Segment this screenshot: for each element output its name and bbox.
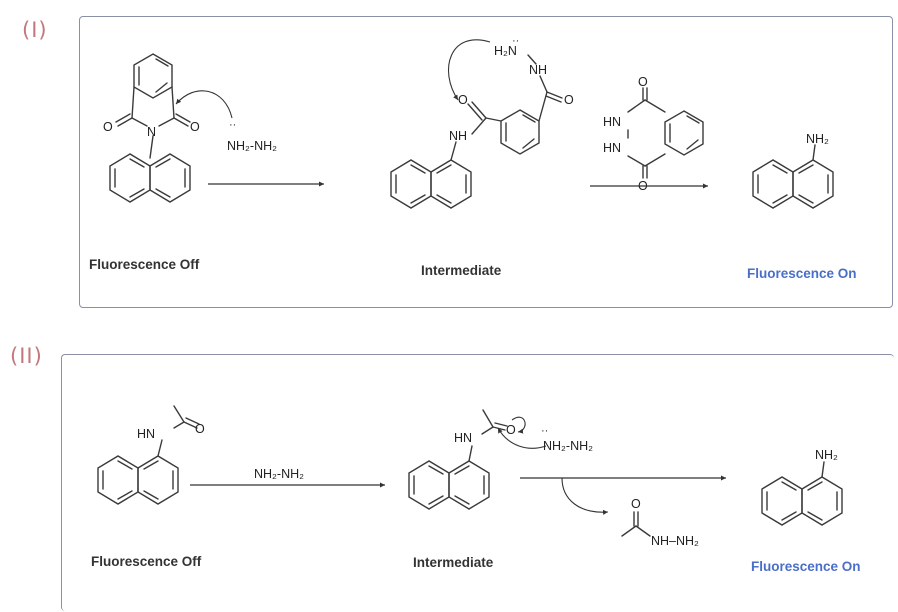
atom-hn-top: HN <box>603 115 621 129</box>
acetohydrazide-structure <box>621 511 651 537</box>
atom-hn-bottom: HN <box>603 141 621 155</box>
atom-o-amide: O <box>458 93 468 107</box>
phthalhydrazide-structure <box>627 87 704 179</box>
atom-o-start: O <box>195 422 205 436</box>
atom-o-byproduct: O <box>631 497 641 511</box>
caption-2-start: Fluorescence Off <box>91 554 202 569</box>
atom-h2n: H₂N <box>494 44 517 58</box>
panel-1-label: (I) <box>22 18 48 42</box>
atom-o-int: O <box>506 423 516 437</box>
panel-2-label: (II) <box>10 344 43 368</box>
svg-text:··: ·· <box>229 119 236 131</box>
intermediate-1-structure <box>390 54 563 209</box>
acetamide-naphthyl-structure <box>97 405 200 505</box>
atom-nh2-product-2: NH₂ <box>815 448 838 462</box>
atom-nh-nh2-byproduct: NH–NH₂ <box>651 534 699 548</box>
reagent-hydrazine-1: NH₂-NH₂ <box>227 139 277 153</box>
panel-1-frame <box>79 16 893 308</box>
atom-o-right: O <box>190 120 200 134</box>
atom-nh-amide: NH <box>449 129 467 143</box>
caption-1-middle: Intermediate <box>421 263 502 278</box>
svg-text:··: ·· <box>541 425 548 437</box>
atom-n-imide: N <box>147 125 156 139</box>
curly-arrow-3 <box>511 416 526 434</box>
caption-2-middle: Intermediate <box>413 555 494 570</box>
atom-hn-int: HN <box>454 431 472 445</box>
reagent-hydrazine-int: NH₂-NH₂ <box>543 439 593 453</box>
caption-1-end: Fluorescence On <box>747 266 857 281</box>
naphthylamine-product-1-structure <box>752 144 834 209</box>
atom-o-left: O <box>103 120 113 134</box>
curly-arrow-2 <box>448 39 491 101</box>
svg-text:··: ·· <box>512 35 519 47</box>
atom-nh: NH <box>529 63 547 77</box>
reagent-hydrazine-2: NH₂-NH₂ <box>254 467 304 481</box>
phthalimide-naphthyl-structure <box>109 53 191 203</box>
curly-arrow-1 <box>175 90 233 119</box>
panel-2-frame <box>61 354 894 611</box>
caption-1-start: Fluorescence Off <box>89 257 200 272</box>
atom-nh2-product-1: NH₂ <box>806 132 829 146</box>
atom-o-top: O <box>638 75 648 89</box>
caption-2-end: Fluorescence On <box>751 559 861 574</box>
atom-hn-start: HN <box>137 427 155 441</box>
atom-o-hydrazide: O <box>564 93 574 107</box>
intermediate-2-structure <box>408 409 508 510</box>
curly-arrow-4 <box>497 427 547 449</box>
naphthylamine-product-2-structure <box>761 461 843 526</box>
byproduct-arrow <box>561 477 609 515</box>
